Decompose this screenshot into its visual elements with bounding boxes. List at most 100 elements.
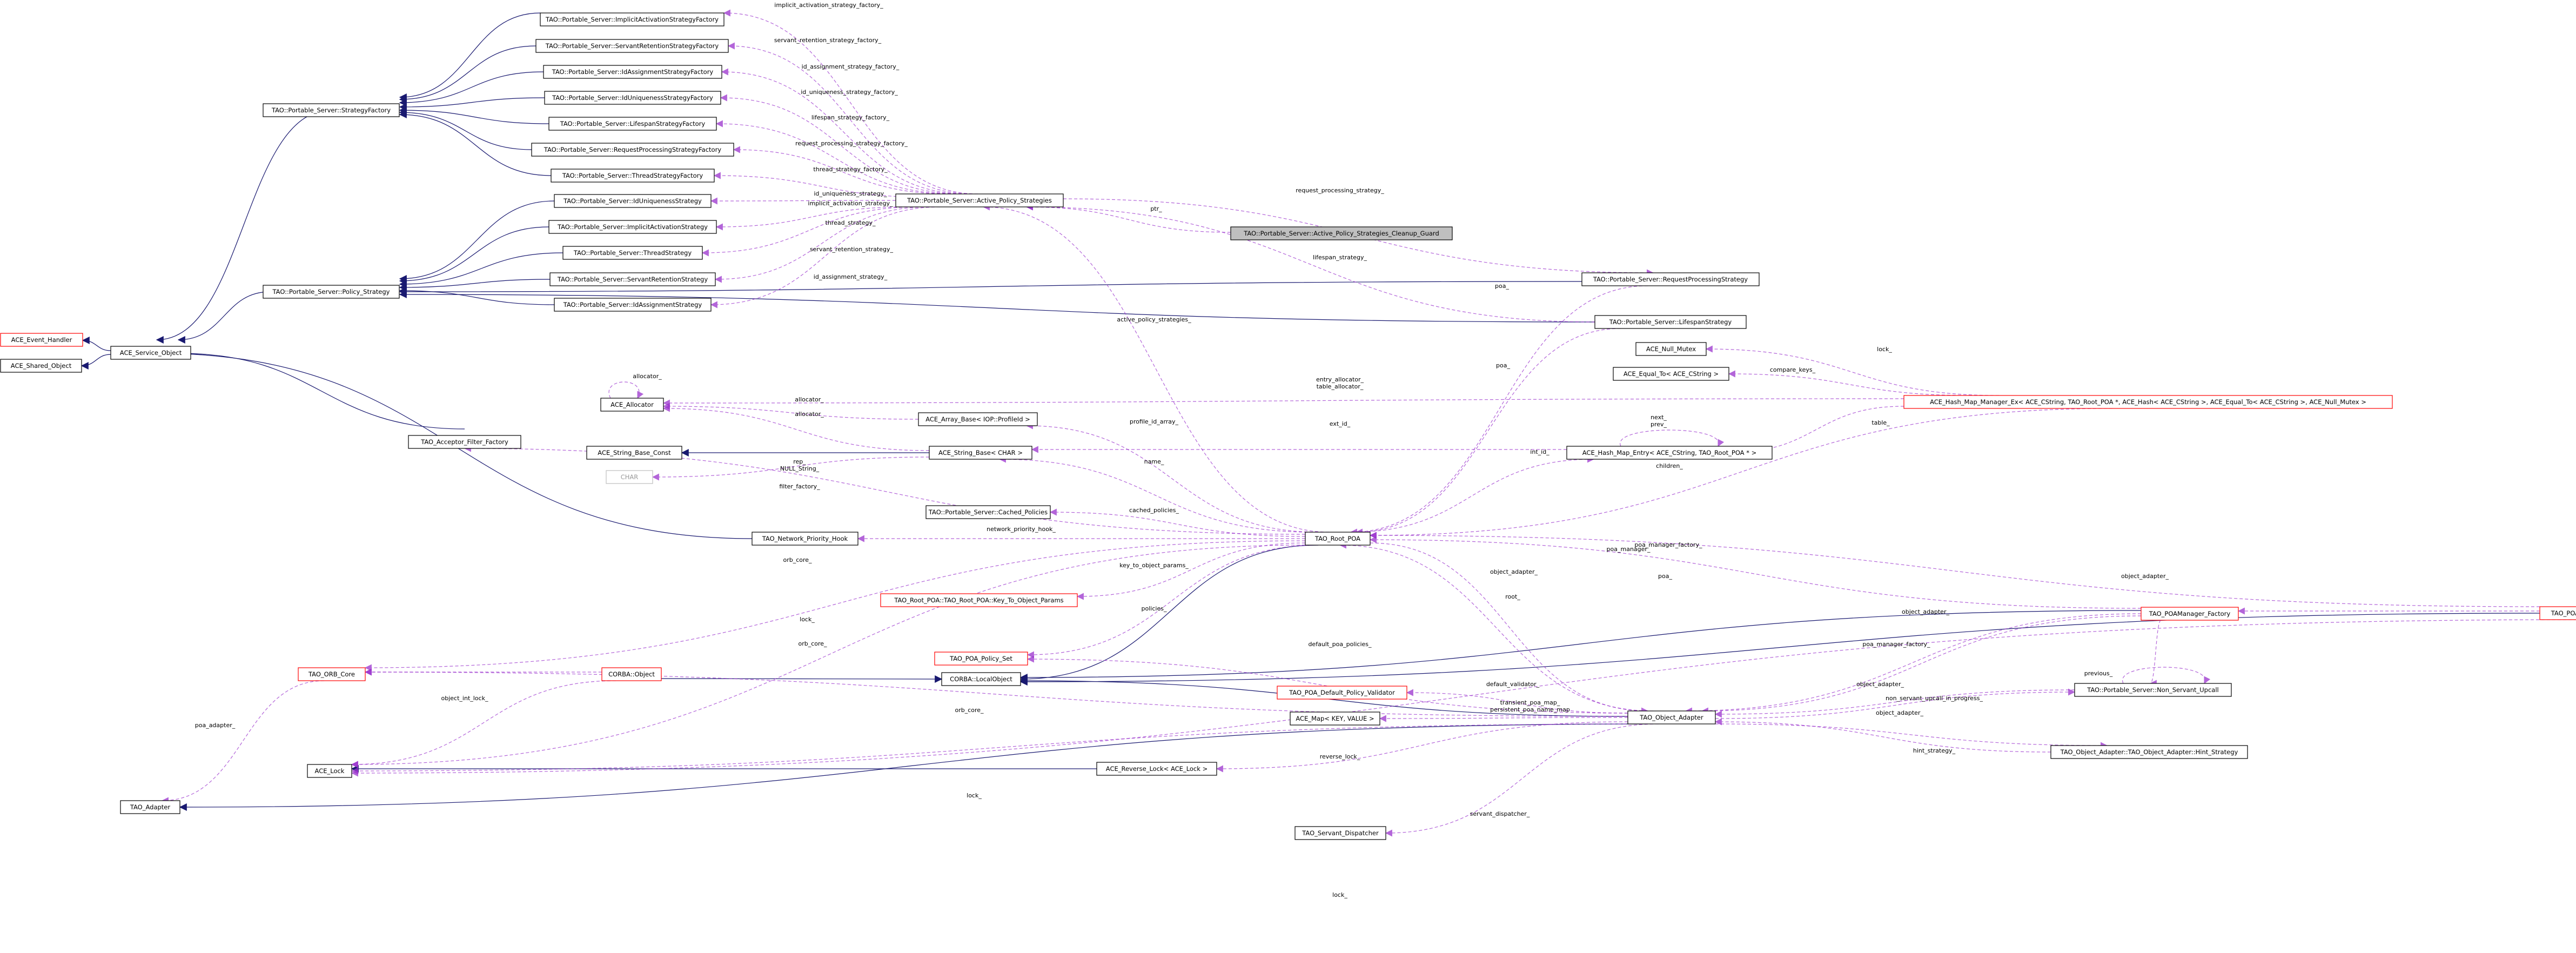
- class-node-servdisp[interactable]: TAO_Servant_Dispatcher: [1294, 826, 1386, 840]
- class-node-lss[interactable]: TAO::Portable_Server::LifespanStrategy: [1594, 315, 1747, 329]
- usage-edge-objad-nsu: [1715, 688, 2076, 719]
- edge-label: thread_strategy_factory_: [813, 166, 888, 173]
- edge-label: ptr_: [1150, 205, 1162, 212]
- class-node-strb[interactable]: ACE_String_Base< CHAR >: [929, 446, 1032, 460]
- class-node-box: [554, 298, 712, 312]
- usage-edge-aps-idas: [710, 206, 941, 308]
- class-node-label: TAO::Portable_Server::IdAssignmentStrate…: [563, 301, 702, 308]
- edge-label: entry_allocator_table_allocator_: [1316, 376, 1364, 390]
- inheritance-edge-svcobj-evh: [82, 337, 111, 351]
- usage-edge-aps-ias: [715, 206, 908, 231]
- class-node-hmme[interactable]: ACE_Hash_Map_Manager_Ex< ACE_CString, TA…: [1903, 395, 2393, 409]
- class-node-idufac[interactable]: TAO::Portable_Server::IdUniquenessStrate…: [544, 91, 721, 105]
- class-node-poamgr[interactable]: TAO_POA_Manager: [2539, 606, 2576, 620]
- class-node-srfac[interactable]: TAO::Portable_Server::ServantRetentionSt…: [535, 39, 729, 53]
- class-node-rootpoa[interactable]: TAO_Root_POA: [1305, 532, 1371, 546]
- class-node-thfac[interactable]: TAO::Portable_Server::ThreadStrategyFact…: [551, 169, 715, 183]
- inheritance-edge-acceptf-svcobj: [177, 350, 465, 429]
- edge-label: cached_policies_: [1129, 507, 1179, 514]
- class-node-srs[interactable]: TAO::Portable_Server::ServantRetentionSt…: [549, 272, 716, 286]
- usage-edge-arrbase-alloc: [662, 402, 919, 420]
- class-node-label: TAO_Root_POA: [1314, 535, 1360, 542]
- class-node-idafac[interactable]: TAO::Portable_Server::IdAssignmentStrate…: [543, 65, 722, 79]
- class-node-label: TAO::Portable_Server::RequestProcessingS…: [544, 146, 721, 153]
- class-node-pols[interactable]: TAO::Portable_Server::Policy_Strategy: [263, 285, 400, 299]
- edge-label: int_id_: [1530, 448, 1549, 455]
- usage-edge-aps-idafac: [721, 68, 968, 194]
- edge-layer: [81, 9, 2576, 837]
- class-node-box: [298, 667, 366, 681]
- class-node-objad[interactable]: TAO_Object_Adapter: [1627, 710, 1716, 724]
- class-node-adapter[interactable]: TAO_Adapter: [120, 800, 180, 814]
- class-node-idus[interactable]: TAO::Portable_Server::IdUniquenessStrate…: [554, 194, 712, 208]
- class-node-ias[interactable]: TAO::Portable_Server::ImplicitActivation…: [548, 220, 717, 234]
- edge-label: object_adapter_: [2121, 573, 2169, 580]
- class-node-label: TAO::Portable_Server::ServantRetentionSt…: [557, 276, 708, 283]
- class-node-rpfac[interactable]: TAO::Portable_Server::RequestProcessingS…: [531, 143, 734, 157]
- class-node-idas[interactable]: TAO::Portable_Server::IdAssignmentStrate…: [554, 298, 712, 312]
- usage-edge-strb-alloc: [662, 405, 930, 451]
- edge-label: request_processing_strategy_factory_: [795, 140, 908, 147]
- class-node-hints[interactable]: TAO_Object_Adapter::TAO_Object_Adapter::…: [2050, 745, 2248, 759]
- usage-edge-rootpoa-cachedp: [1049, 508, 1306, 537]
- class-node-label: TAO::Portable_Server::LifespanStrategyFa…: [560, 120, 706, 127]
- class-node-box: [752, 532, 858, 546]
- class-node-aps[interactable]: TAO::Portable_Server::Active_Policy_Stra…: [895, 193, 1064, 207]
- class-node-box: [934, 652, 1028, 666]
- class-node-label: ACE_Map< KEY, VALUE >: [1296, 715, 1374, 722]
- class-node-nullmx[interactable]: ACE_Null_Mutex: [1635, 342, 1707, 356]
- edge-label: poa_manager_factory_: [1634, 541, 1702, 548]
- class-node-alloc[interactable]: ACE_Allocator: [600, 398, 664, 412]
- usage-edge-alloc-alloc: [608, 381, 644, 399]
- usage-edge-aps-srfac: [727, 42, 973, 194]
- edge-label: poa_manager_factory_: [1862, 641, 1930, 648]
- class-node-acceptf[interactable]: TAO_Acceptor_Filter_Factory: [408, 435, 521, 449]
- class-node-iafac[interactable]: TAO::Portable_Server::ImplicitActivation…: [540, 12, 725, 26]
- class-node-hme[interactable]: ACE_Hash_Map_Entry< ACE_CString, TAO_Roo…: [1566, 446, 1773, 460]
- class-node-label: TAO_Adapter: [130, 803, 170, 811]
- class-node-strbc[interactable]: ACE_String_Base_Const: [586, 446, 682, 460]
- class-node-label: ACE_Shared_Object: [11, 362, 72, 370]
- inheritance-edge-srs-pols: [399, 279, 551, 291]
- class-node-localobj[interactable]: CORBA::LocalObject: [941, 672, 1021, 686]
- class-node-lsfac[interactable]: TAO::Portable_Server::LifespanStrategyFa…: [548, 117, 717, 131]
- inheritance-edge-svcobj-shobj: [81, 354, 111, 370]
- class-node-revlock[interactable]: ACE_Reverse_Lock< ACE_Lock >: [1096, 762, 1217, 776]
- edge-label: lock_: [800, 616, 815, 623]
- edge-label: id_assignment_strategy_: [814, 273, 888, 280]
- class-node-arrbase[interactable]: ACE_Array_Base< IOP::ProfileId >: [918, 412, 1038, 426]
- class-node-label: TAO::Portable_Server::LifespanStrategy: [1609, 318, 1732, 326]
- class-node-poamgrf[interactable]: TAO_POAManager_Factory: [2141, 607, 2239, 621]
- inheritance-edge-ths-pols: [399, 252, 564, 288]
- inheritance-edge-ias-pols: [399, 226, 549, 285]
- class-node-svcobj[interactable]: ACE_Service_Object: [110, 346, 191, 360]
- edge-label: orb_core_: [798, 640, 827, 647]
- edge-label: servant_retention_strategy_: [810, 246, 894, 253]
- class-node-eqto[interactable]: ACE_Equal_To< ACE_CString >: [1613, 367, 1729, 381]
- class-node-evh[interactable]: ACE_Event_Handler: [0, 333, 83, 347]
- class-node-polset[interactable]: TAO_POA_Policy_Set: [934, 652, 1028, 666]
- class-node-nsu[interactable]: TAO::Portable_Server::Non_Servant_Upcall: [2074, 683, 2232, 697]
- inheritance-edge-lsfac-stfac: [399, 106, 549, 124]
- edge-label: servant_dispatcher_: [1470, 810, 1530, 817]
- inheritance-edge-rootpoa-localobj: [1019, 545, 1319, 683]
- class-node-keytoop[interactable]: TAO_Root_POA::TAO_Root_POA::Key_To_Objec…: [880, 593, 1078, 607]
- class-node-apsc[interactable]: TAO::Portable_Server::Active_Policy_Stra…: [1230, 226, 1453, 240]
- class-node-netph[interactable]: TAO_Network_Priority_Hook: [752, 532, 858, 546]
- class-node-cachedp[interactable]: TAO::Portable_Server::Cached_Policies: [925, 505, 1051, 519]
- class-node-orbcore[interactable]: TAO_ORB_Core: [298, 667, 366, 681]
- class-node-label: TAO::Portable_Server::IdUniquenessStrate…: [552, 94, 713, 102]
- class-node-stfac[interactable]: TAO::Portable_Server::StrategyFactory: [263, 103, 400, 117]
- class-node-ths[interactable]: TAO::Portable_Server::ThreadStrategy: [562, 246, 703, 260]
- usage-edge-hme-hme: [1620, 429, 1725, 447]
- class-node-corbaobj[interactable]: CORBA::Object: [601, 667, 662, 681]
- class-node-shobj[interactable]: ACE_Shared_Object: [0, 359, 82, 373]
- class-node-acemap[interactable]: ACE_Map< KEY, VALUE >: [1290, 712, 1380, 726]
- class-node-acelock[interactable]: ACE_Lock: [307, 764, 352, 778]
- usage-edge-objad-rootpoa: [1339, 541, 1654, 712]
- edge-label: poa_manager_: [1607, 546, 1651, 553]
- class-node-rps[interactable]: TAO::Portable_Server::RequestProcessingS…: [1581, 272, 1760, 286]
- class-node-defpv[interactable]: TAO_POA_Default_Policy_Validator: [1277, 686, 1407, 700]
- usage-edge-aps-iafac: [723, 9, 978, 194]
- class-node-char[interactable]: CHAR: [606, 470, 653, 484]
